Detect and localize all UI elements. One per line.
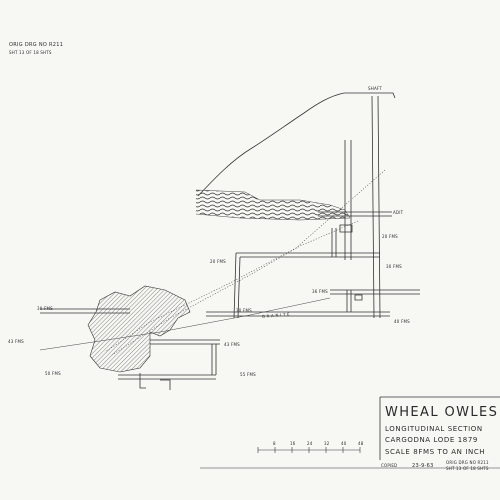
scale-tick-label: 32 (324, 441, 330, 446)
footer-sheet-reference: SHT 13 OF 18 SHTS (446, 466, 489, 471)
title-line-1: LONGITUDINAL SECTION (385, 425, 483, 433)
scale-tick-label: 16 (290, 441, 296, 446)
orig-drawing-number: ORIG DRG NO R211 (9, 42, 63, 48)
level-20fms-label: 20 FMS (210, 259, 226, 264)
level-43fms-mid-label: 43 FMS (224, 342, 240, 347)
scale-bar: 8 16 24 32 40 48 (257, 441, 364, 453)
level-30fms-left-label: 30 FMS (37, 306, 53, 311)
scale-tick-label: 48 (358, 441, 364, 446)
lode-trace-upper (104, 169, 386, 353)
shaft-label: SHAFT (368, 86, 382, 91)
granite-label: G R A N I T E (262, 312, 291, 319)
level-20fms-right-label: 20 FMS (382, 234, 398, 239)
level-40fms-label: 40 FMS (394, 319, 410, 324)
level-36fms-label: 36 FMS (312, 289, 328, 294)
adit-label: ADIT (393, 210, 404, 215)
dump-outline (195, 189, 351, 221)
copied-label: COPIED (381, 463, 397, 468)
copied-date: 23-9-63 (412, 463, 434, 469)
footer-drawing-number: ORIG DRG NO R211 (446, 460, 489, 465)
scale-tick-label: 40 (341, 441, 347, 446)
surface-profile (197, 92, 396, 197)
scale-tick-label: 8 (273, 441, 276, 446)
scale-tick-label: 24 (307, 441, 313, 446)
title-line-2: CARGODNA LODE 1879 (385, 436, 478, 444)
level-30fms-right-label: 30 FMS (386, 264, 402, 269)
granite-contact (39, 297, 331, 351)
title-line-3: SCALE 8FMS TO AN INCH (385, 448, 485, 456)
sheet-reference: SHT 13 OF 18 SHTS (9, 50, 52, 55)
dump-area (196, 190, 350, 220)
mine-workings: ADIT (40, 95, 420, 390)
level-55fms-label: 55 FMS (240, 372, 256, 377)
level-43fms-left-label: 43 FMS (8, 339, 24, 344)
title-block: WHEAL OWLES LONGITUDINAL SECTION CARGODN… (379, 396, 500, 460)
level-50fms-label: 50 FMS (45, 371, 61, 376)
title-text: WHEAL OWLES (385, 405, 498, 420)
lode-trace-lower (111, 220, 359, 356)
level-30fms-mid-label: 30 FMS (236, 308, 252, 313)
